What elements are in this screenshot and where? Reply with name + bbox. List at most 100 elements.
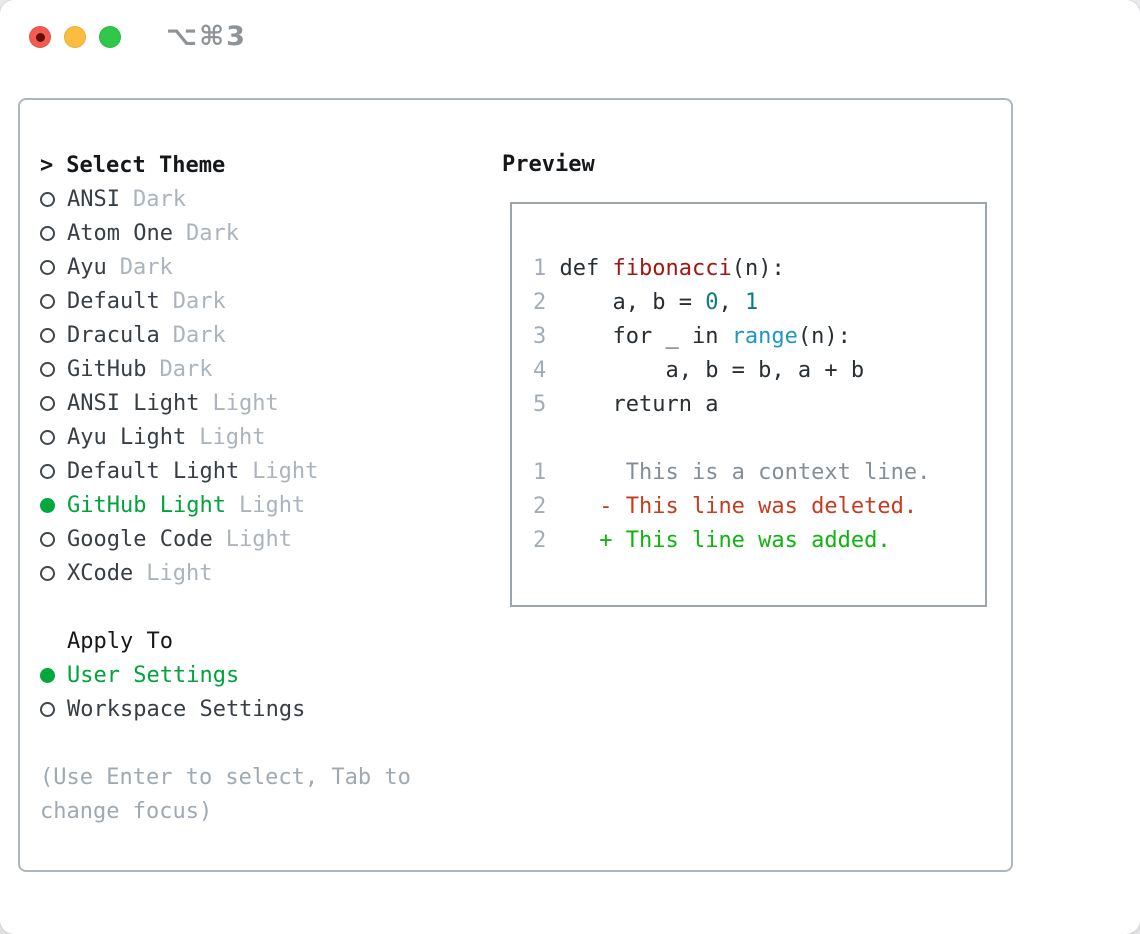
theme-variant-tag: Dark	[172, 322, 226, 348]
radio-unselected-icon	[40, 327, 55, 343]
code-line: 2 + This line was added.	[533, 524, 930, 558]
code-segment-code: a, b = b, a + b	[559, 358, 865, 383]
theme-option[interactable]: GitHub Light Light	[40, 488, 411, 522]
code-segment-fn: fibonacci	[612, 256, 732, 281]
help-line: (Use Enter to select, Tab to	[40, 764, 411, 790]
close-button[interactable]	[29, 26, 51, 48]
code-segment-code: (n):	[731, 256, 785, 281]
theme-variant-tag: Light	[238, 492, 306, 518]
title-bar: ⌥⌘3	[0, 0, 1140, 74]
code-segment-add: + This line was added.	[559, 528, 891, 553]
theme-variant-tag: Light	[252, 458, 319, 484]
theme-option[interactable]: Google Code Light	[40, 522, 411, 556]
code-line: 3 for _ in range(n):	[533, 320, 930, 354]
theme-variant-tag: Light	[199, 424, 266, 450]
theme-name: Dracula	[67, 322, 160, 348]
radio-selected-icon	[40, 497, 55, 513]
code-segment-ln: 4	[533, 358, 560, 383]
theme-name: Google Code	[67, 526, 213, 552]
code-segment-bi: range	[731, 324, 798, 349]
code-segment-ln: 3	[533, 324, 560, 349]
radio-unselected-icon	[40, 361, 55, 377]
theme-option[interactable]: Default Dark	[40, 284, 411, 318]
code-line: 4 a, b = b, a + b	[533, 354, 930, 388]
code-segment-del: - This line was deleted.	[559, 494, 918, 519]
theme-variant-tag: Dark	[185, 220, 239, 246]
apply-to-option-label: Workspace Settings	[67, 696, 306, 722]
radio-unselected-icon	[40, 531, 55, 547]
theme-name: Ayu	[67, 254, 107, 280]
code-segment-num: 0	[705, 290, 719, 315]
theme-name: ANSI Light	[67, 390, 200, 416]
radio-unselected-icon	[40, 225, 55, 241]
radio-unselected-icon	[40, 429, 55, 445]
apply-to-option[interactable]: User Settings	[40, 658, 411, 692]
select-theme-header: > Select Theme	[40, 148, 411, 182]
theme-option[interactable]: Ayu Light Light	[40, 420, 411, 454]
code-segment-ln: 2	[533, 290, 560, 315]
theme-option[interactable]: ANSI Light Light	[40, 386, 411, 420]
theme-variant-tag: Dark	[159, 356, 213, 382]
code-line: 1 def fibonacci(n):	[533, 252, 930, 286]
theme-name: GitHub Light	[67, 492, 226, 518]
theme-option[interactable]: ANSI Dark	[40, 182, 411, 216]
apply-to-header: Apply To	[40, 624, 411, 658]
code-line: 2 - This line was deleted.	[533, 490, 930, 524]
theme-variant-tag: Light	[225, 526, 292, 552]
apply-to-option[interactable]: Workspace Settings	[40, 692, 411, 726]
theme-option[interactable]: Atom One Dark	[40, 216, 411, 250]
select-theme-title: Select Theme	[66, 152, 226, 178]
code-segment-ctx: This is a context line.	[559, 460, 931, 485]
theme-variant-tag: Dark	[132, 186, 186, 212]
traffic-lights	[29, 26, 121, 48]
code-segment-ln: 1	[533, 256, 560, 281]
code-segment-code: for _ in	[559, 324, 732, 349]
apply-to-title: Apply To	[67, 628, 173, 654]
code-blank-line	[533, 422, 930, 456]
theme-option[interactable]: Dracula Dark	[40, 318, 411, 352]
zoom-button[interactable]	[99, 26, 121, 48]
code-line: 5 return a	[533, 388, 930, 422]
code-segment-ln: 2	[533, 494, 560, 519]
code-segment-ln: 1	[533, 460, 560, 485]
help-line: change focus)	[40, 798, 213, 824]
window-shortcut-label: ⌥⌘3	[166, 21, 247, 52]
theme-name: Ayu Light	[67, 424, 187, 450]
theme-variant-tag: Light	[212, 390, 279, 416]
code-segment-ln: 5	[533, 392, 560, 417]
help-text: (Use Enter to select, Tab to change focu…	[40, 760, 411, 828]
theme-variant-tag: Dark	[119, 254, 173, 280]
code-segment-code: a, b =	[559, 290, 706, 315]
theme-name: Default Light	[67, 458, 240, 484]
theme-name: ANSI	[67, 186, 120, 212]
close-button-dot-icon	[35, 32, 45, 42]
theme-option[interactable]: Default Light Light	[40, 454, 411, 488]
radio-unselected-icon	[40, 395, 55, 411]
code-segment-ln: 2	[533, 528, 560, 553]
radio-unselected-icon	[40, 463, 55, 479]
radio-unselected-icon	[40, 565, 55, 581]
theme-name: Default	[67, 288, 160, 314]
theme-name: Atom One	[67, 220, 173, 246]
code-line: 2 a, b = 0, 1	[533, 286, 930, 320]
code-line: 1 This is a context line.	[533, 456, 930, 490]
theme-option[interactable]: Ayu Dark	[40, 250, 411, 284]
preview-title: Preview	[502, 152, 595, 177]
code-segment-code: return a	[559, 392, 719, 417]
code-segment-code: ,	[718, 290, 745, 315]
theme-variant-tag: Dark	[172, 288, 226, 314]
code-segment-code: def	[559, 256, 613, 281]
prompt-icon: >	[40, 152, 54, 178]
minimize-button[interactable]	[64, 26, 86, 48]
theme-name: XCode	[67, 560, 134, 586]
radio-unselected-icon	[40, 701, 55, 717]
